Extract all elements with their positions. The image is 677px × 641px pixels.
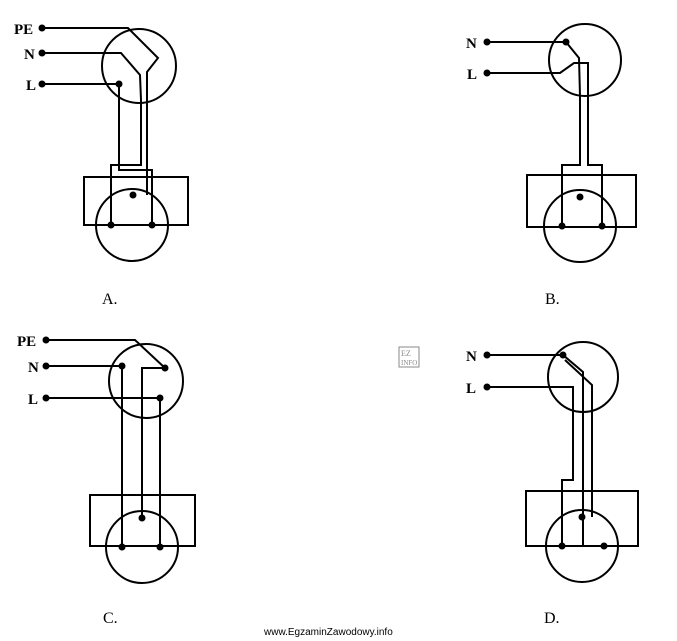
joint-dot — [161, 364, 169, 372]
svg-text:EZ: EZ — [401, 349, 411, 358]
terminal-label-pe: PE — [17, 334, 36, 350]
terminal-label-l: L — [28, 392, 38, 408]
socket-pin-right — [156, 543, 164, 551]
wire-n — [487, 354, 604, 547]
socket-body — [83, 176, 189, 226]
wire-n — [42, 52, 142, 225]
terminal-label-n: N — [28, 360, 39, 376]
terminal-label-n: N — [466, 36, 477, 52]
wire-n — [46, 365, 123, 547]
panel-b: N L B. — [466, 23, 637, 308]
socket-pin-earth — [138, 514, 146, 522]
wire-extra — [564, 359, 593, 517]
footer-url: www.EgzaminZawodowy.info — [263, 627, 393, 638]
socket-pin-left — [107, 221, 115, 229]
socket-face — [543, 189, 617, 263]
socket-pin-earth — [129, 191, 137, 199]
socket-pin-right — [148, 221, 156, 229]
wire-pe — [46, 339, 168, 518]
joint-dot — [562, 38, 570, 46]
terminal-label-pe: PE — [14, 22, 33, 38]
joint-dot — [118, 362, 126, 370]
socket-pin-left — [118, 543, 126, 551]
socket-pin-left — [558, 222, 566, 230]
joint-dot — [156, 394, 164, 402]
socket-pin-earth — [578, 513, 586, 521]
joint-dot — [115, 80, 123, 88]
terminal-label-l: L — [466, 381, 476, 397]
wire-pe — [42, 27, 160, 195]
panel-c: PE N L C. — [17, 334, 196, 627]
wire-l — [487, 386, 574, 546]
socket-body — [526, 174, 637, 228]
svg-text:INFO: INFO — [401, 359, 417, 367]
junction-box — [101, 28, 177, 104]
watermark-logo: EZ INFO — [398, 346, 420, 368]
wire-l — [46, 397, 161, 547]
terminal-label-n: N — [466, 349, 477, 365]
wire-l — [42, 83, 153, 225]
option-label-d: D. — [544, 610, 560, 627]
socket-pin-left — [558, 542, 566, 550]
junction-box — [548, 23, 622, 97]
terminal-label-l: L — [26, 78, 36, 94]
option-label-c: C. — [103, 610, 118, 627]
panel-d: N L D. — [466, 341, 639, 627]
terminal-label-l: L — [467, 67, 477, 83]
panel-a: PE N L A. — [14, 22, 189, 308]
terminal-label-n: N — [24, 47, 35, 63]
socket-pin-right — [600, 542, 608, 550]
wire-l — [487, 62, 603, 226]
joint-dot — [559, 351, 567, 359]
socket-pin-right — [598, 222, 606, 230]
option-label-a: A. — [102, 291, 118, 308]
socket-pin-earth — [576, 193, 584, 201]
socket-face — [95, 188, 169, 262]
option-label-b: B. — [545, 291, 560, 308]
junction-box — [108, 343, 184, 419]
